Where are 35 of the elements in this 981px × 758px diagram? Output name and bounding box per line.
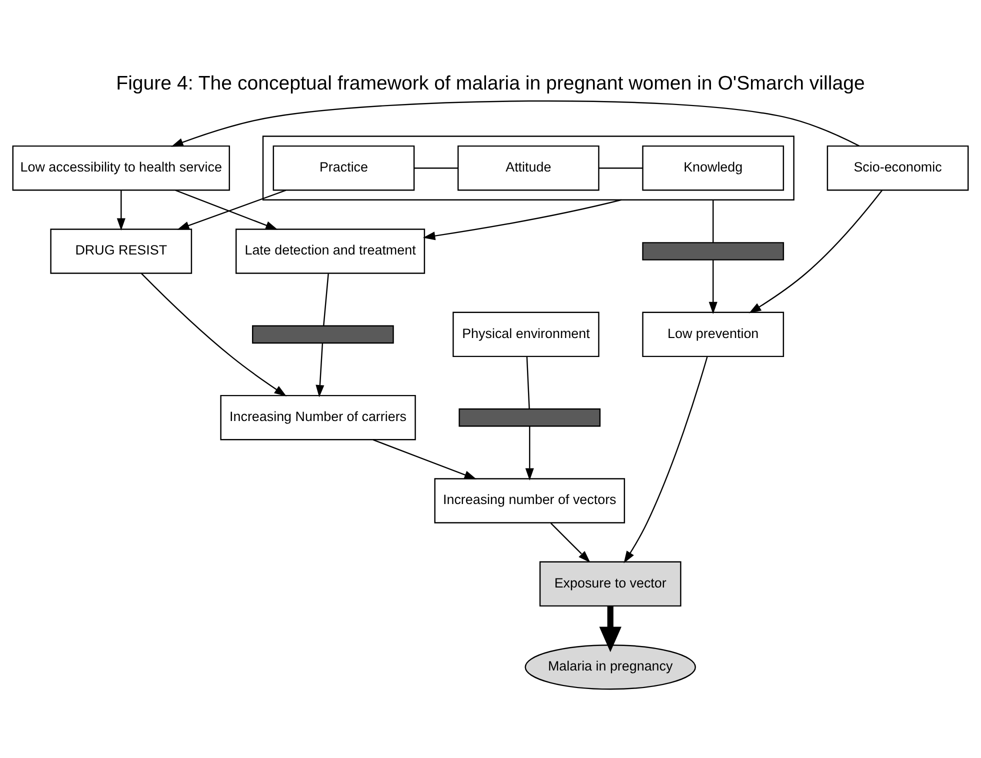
- node-box: Knowledg: [642, 145, 784, 191]
- diagram-title: Figure 4: The conceptual framework of malaria in pregnant women in O'Smarch village: [116, 72, 865, 94]
- connector: [526, 356, 530, 409]
- node-box: Exposure to vector: [539, 561, 682, 607]
- node-box: Low prevention: [642, 312, 784, 358]
- node-box: DRUG RESIST: [50, 228, 192, 274]
- arrow: [599, 606, 622, 652]
- node-box: Scio-economic: [826, 145, 969, 191]
- connector: [323, 274, 329, 326]
- arrow: [422, 199, 622, 240]
- arrow: [708, 260, 718, 314]
- node-box: Practice: [272, 145, 415, 191]
- node-box: Late detection and treatment: [236, 228, 426, 274]
- arrow: [624, 356, 708, 564]
- node-box: Physical environment: [452, 312, 600, 358]
- node-box: Low accessibility to health service: [12, 145, 230, 191]
- connector: [414, 167, 458, 169]
- node-bar: [252, 325, 394, 344]
- node-box: Increasing Number of carriers: [220, 394, 416, 440]
- arrow: [316, 343, 324, 398]
- arrow: [116, 190, 126, 231]
- node-ellipse: Malaria in pregnancy: [524, 644, 696, 690]
- node-box: Attitude: [457, 145, 600, 191]
- arrow: [525, 426, 534, 480]
- cluster: [262, 136, 794, 200]
- arrow: [550, 522, 590, 563]
- arrow: [140, 272, 287, 396]
- node-bar: [642, 242, 784, 260]
- connector: [598, 167, 643, 169]
- node-box: Increasing number of vectors: [434, 478, 626, 524]
- arrow: [372, 439, 477, 480]
- arrow: [748, 190, 883, 314]
- arrow: [171, 100, 860, 147]
- node-bar: [458, 408, 601, 427]
- connector: [712, 200, 714, 243]
